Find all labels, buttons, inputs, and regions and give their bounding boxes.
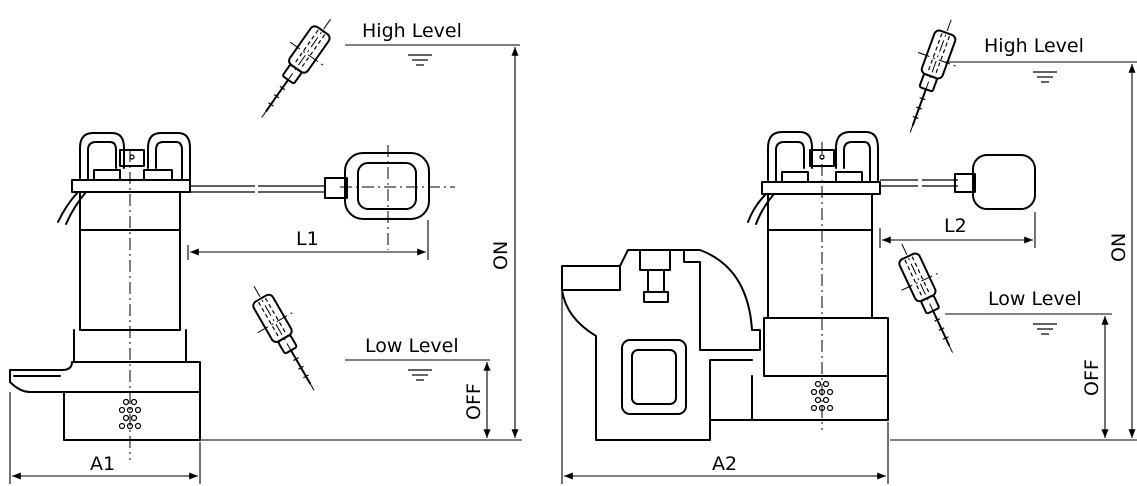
a2-label: A2 xyxy=(712,453,737,475)
left-on-label: ON xyxy=(490,241,512,270)
l2-label: L2 xyxy=(944,215,967,237)
left-high-float xyxy=(244,6,348,130)
right-off-label: OFF xyxy=(1081,359,1103,396)
right-high-float xyxy=(890,11,971,141)
right-pump xyxy=(561,131,1036,441)
left-pump xyxy=(9,132,455,460)
right-low-float xyxy=(882,234,972,363)
left-low-float xyxy=(235,275,333,402)
right-on-label: ON xyxy=(1108,233,1130,262)
right-low-level-label: Low Level xyxy=(988,288,1082,310)
l1-label: L1 xyxy=(296,228,319,250)
left-low-level-label: Low Level xyxy=(365,335,459,357)
a1-label: A1 xyxy=(90,453,115,475)
right-high-level-label: High Level xyxy=(984,35,1084,57)
left-high-level-label: High Level xyxy=(362,20,462,42)
left-off-label: OFF xyxy=(463,383,485,420)
